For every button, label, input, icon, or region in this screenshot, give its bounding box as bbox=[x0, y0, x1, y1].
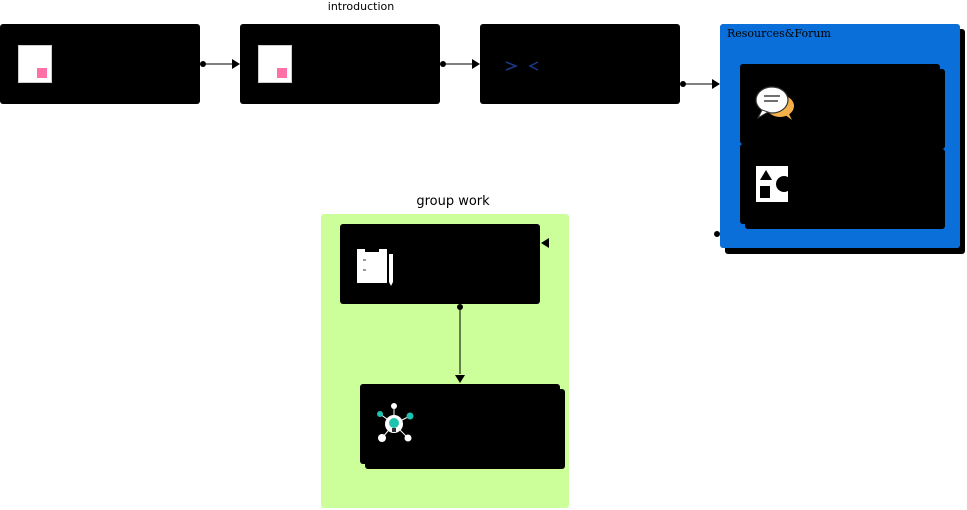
forum-node[interactable] bbox=[740, 64, 940, 144]
document-icon bbox=[258, 45, 292, 83]
intro-node-3[interactable] bbox=[480, 24, 680, 104]
group-node-2[interactable] bbox=[360, 384, 560, 464]
resources-node[interactable] bbox=[740, 144, 940, 224]
shapes-icon bbox=[756, 166, 792, 202]
clipboard-pencil-icon bbox=[357, 246, 393, 286]
resources-forum-title: Resources&Forum bbox=[727, 27, 831, 40]
dashed-arrows-icon bbox=[505, 61, 539, 71]
group-node-1[interactable] bbox=[340, 224, 540, 304]
introduction-label: introduction bbox=[327, 0, 395, 13]
chat-bubbles-icon bbox=[755, 86, 794, 120]
edge-resources-group bbox=[541, 231, 720, 248]
lightbulb-network-icon bbox=[377, 403, 414, 442]
intro-node-2[interactable] bbox=[240, 24, 440, 104]
edge-node1-node2 bbox=[200, 59, 240, 69]
edge-group1-group2 bbox=[455, 304, 465, 383]
edge-node2-node3 bbox=[440, 59, 480, 69]
edge-node3-resources bbox=[680, 79, 720, 89]
intro-node-1[interactable] bbox=[0, 24, 200, 104]
group-work-label: group work bbox=[416, 194, 490, 209]
document-icon bbox=[18, 45, 52, 83]
